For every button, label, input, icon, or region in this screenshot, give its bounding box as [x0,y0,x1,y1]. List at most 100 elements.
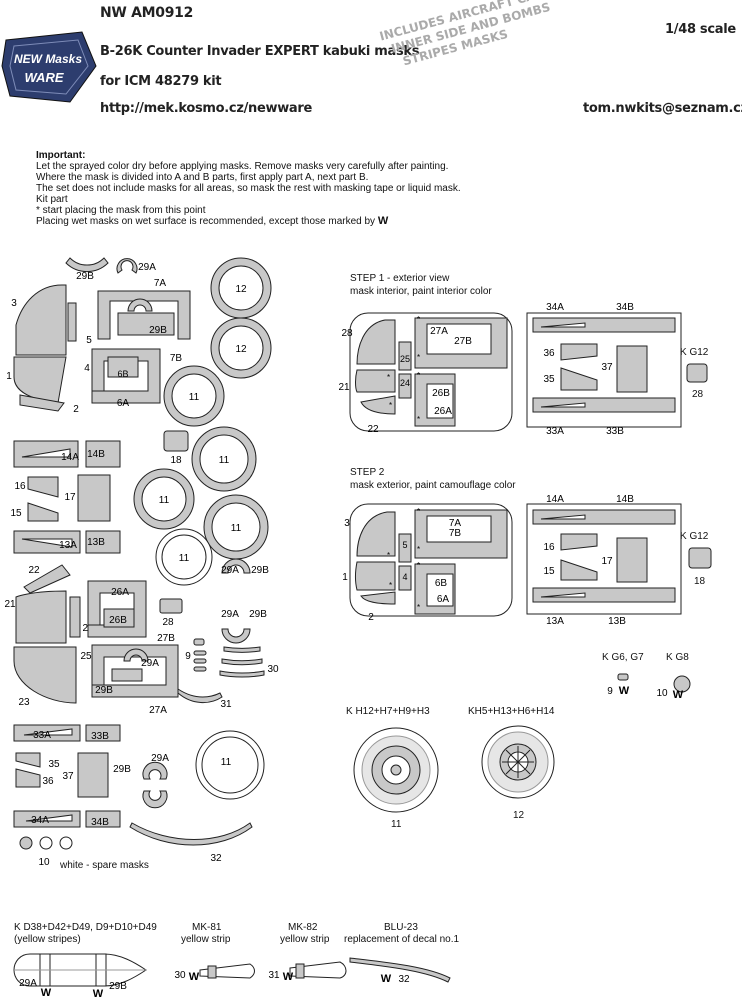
svg-text:10: 10 [656,688,668,699]
svg-text:*: * [417,561,420,570]
logo-graphic: NEW Masks WARE [1,31,97,103]
scale-label: 1/48 scale [665,22,736,37]
svg-text:23: 23 [18,697,30,708]
svg-text:*: * [417,315,420,324]
svg-text:12: 12 [235,344,247,355]
svg-text:29A: 29A [141,658,159,669]
svg-text:26B: 26B [109,615,127,626]
product-title: B-26K Counter Invader EXPERT kabuki mask… [100,44,420,59]
step1-title: STEP 1 - exterior view [350,273,450,284]
svg-text:29A: 29A [221,609,239,620]
svg-text:*: * [417,545,420,554]
kit-ref-g6-g7: K G6, G7 [602,652,644,663]
svg-text:22: 22 [28,565,40,576]
step2-kit-ref: K G12 [680,531,709,542]
svg-text:9: 9 [607,686,613,697]
svg-text:W: W [41,987,52,998]
svg-text:14B: 14B [87,449,105,460]
fuel-tank [13,953,147,987]
svg-text:9: 9 [185,651,191,662]
svg-text:30: 30 [174,970,186,981]
svg-text:7A: 7A [154,278,167,289]
wheel1-mask-number: 11 [391,819,402,830]
svg-text:35: 35 [48,759,60,770]
svg-text:7B: 7B [449,528,462,539]
svg-text:22: 22 [367,424,379,435]
wheel2-kit-ref: KH5+H13+H6+H14 [468,706,555,717]
contact-email: tom.nwkits@seznam.cz [583,101,742,116]
svg-text:27B: 27B [157,633,175,644]
svg-text:24: 24 [400,378,410,388]
svg-text:34A: 34A [546,302,564,313]
svg-text:37: 37 [601,362,613,373]
svg-text:29B: 29B [109,981,127,992]
svg-text:29B: 29B [95,685,113,696]
svg-text:34A: 34A [31,815,49,826]
svg-text:34B: 34B [616,302,634,313]
svg-text:6B: 6B [117,369,128,379]
svg-text:29B: 29B [251,565,269,576]
svg-text:3: 3 [344,518,350,529]
product-code: NW AM0912 [100,5,194,21]
svg-text:29A: 29A [151,753,169,764]
note-line: Where the mask is divided into A and B p… [36,172,369,183]
svg-text:*: * [417,371,420,380]
svg-text:*: * [387,551,390,560]
note-line: * start placing the mask from this point [36,205,206,216]
svg-text:26B: 26B [432,388,450,399]
svg-text:14A: 14A [546,494,564,505]
svg-text:11: 11 [159,495,170,506]
svg-text:37: 37 [62,771,74,782]
svg-text:17: 17 [601,556,613,567]
svg-text:1: 1 [6,371,12,382]
mk82-note: yellow strip [280,934,330,945]
svg-text:*: * [417,507,420,516]
new-ware-logo: NEW Masks WARE [1,31,97,103]
svg-text:33B: 33B [91,731,109,742]
note-line: Kit part [36,194,68,205]
svg-text:27A: 27A [149,705,167,716]
bombs-diagram: 29A W 29B W 30 W 31 W W 32 [13,953,451,998]
step1-description: mask interior, paint interior color [350,286,492,297]
svg-text:29B: 29B [113,764,131,775]
svg-text:11: 11 [219,455,230,466]
svg-text:29B: 29B [76,271,94,282]
svg-text:21: 21 [4,599,16,610]
svg-text:6A: 6A [117,398,130,409]
svg-text:5: 5 [402,540,407,550]
svg-text:*: * [389,401,392,410]
svg-text:15: 15 [10,508,22,519]
svg-text:5: 5 [86,335,92,346]
svg-text:2: 2 [73,404,79,415]
svg-text:13B: 13B [87,537,105,548]
kd-kit-ref: K D38+D42+D49, D9+D10+D49 [14,922,157,933]
svg-text:36: 36 [543,348,555,359]
svg-text:26A: 26A [111,587,129,598]
svg-text:13A: 13A [59,540,77,551]
svg-text:W: W [381,973,392,985]
svg-text:28: 28 [341,328,353,339]
svg-text:*: * [387,373,390,382]
svg-text:34B: 34B [91,817,109,828]
important-notes: Important: Let the sprayed color dry bef… [36,150,556,227]
svg-text:14A: 14A [61,452,79,463]
svg-text:10: 10 [38,857,50,868]
svg-text:32: 32 [398,974,410,985]
svg-text:31: 31 [220,699,232,710]
svg-text:29A: 29A [221,565,239,576]
spare-masks-note: white - spare masks [60,860,149,871]
step1-diagram: 28 21 22 25 24 27A 27B 26B 26A ** ** ** … [338,302,708,437]
wet-mask-w-icon: W [377,215,389,227]
mask-sheet: 29B 29A 7A 3 1 2 5 4 29B 7B 6B 6A 12 12 … [4,257,279,868]
svg-text:27A: 27A [430,326,448,337]
wheels-diagram: 9 W 10 W [353,673,691,813]
svg-text:*: * [389,581,392,590]
svg-text:15: 15 [543,566,555,577]
svg-text:27B: 27B [454,336,472,347]
svg-text:WARE: WARE [25,70,64,85]
wheel-12 [481,725,555,799]
note-line: Let the sprayed color dry before applyin… [36,161,449,172]
svg-text:*: * [417,353,420,362]
svg-text:14B: 14B [616,494,634,505]
svg-text:13A: 13A [546,616,564,627]
